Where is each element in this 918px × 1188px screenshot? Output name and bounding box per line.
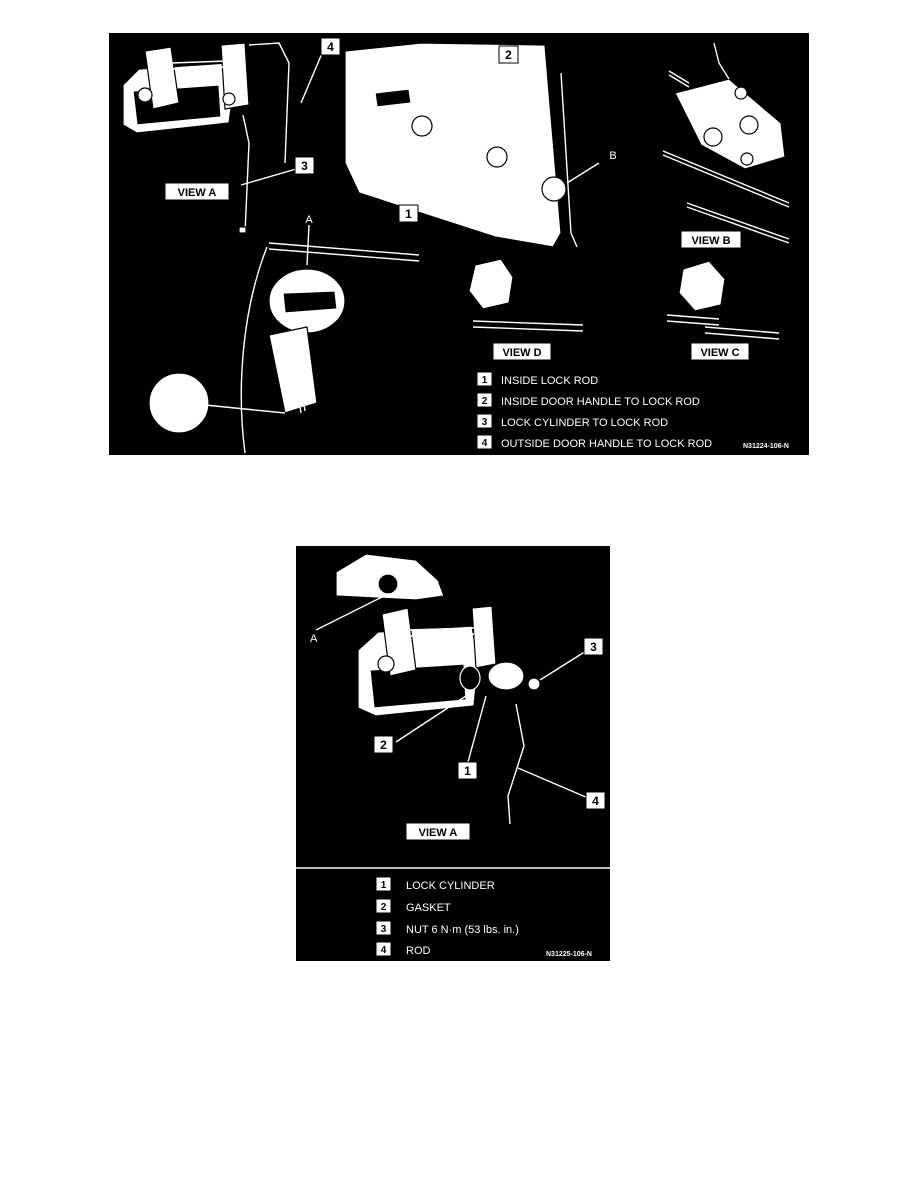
view-d-clip-drawing <box>468 258 584 332</box>
svg-text:INSIDE DOOR HANDLE TO LOCK ROD: INSIDE DOOR HANDLE TO LOCK ROD <box>501 396 700 408</box>
exterior-door-drawing <box>148 242 420 454</box>
figure2-code: N31225-106-N <box>546 951 592 958</box>
svg-text:4: 4 <box>381 945 387 956</box>
view-c-clip-drawing <box>666 260 780 340</box>
svg-text:2: 2 <box>381 902 387 913</box>
letter-a: A <box>310 633 318 645</box>
svg-text:VIEW A: VIEW A <box>178 187 217 199</box>
svg-text:2: 2 <box>380 738 387 752</box>
door-panel-drawing <box>344 42 578 248</box>
callout-4-top: 4 <box>320 37 341 56</box>
svg-text:3: 3 <box>301 159 308 173</box>
legend-item-2: 2 GASKET <box>375 898 451 914</box>
svg-text:OUTSIDE DOOR HANDLE TO LOCK RO: OUTSIDE DOOR HANDLE TO LOCK ROD <box>501 438 712 450</box>
letter-c: C <box>491 182 499 194</box>
letter-b: B <box>609 150 616 162</box>
svg-text:2: 2 <box>505 48 512 62</box>
callout-2: 2 <box>373 735 394 754</box>
legend-item-1: 1 LOCK CYLINDER <box>375 876 495 892</box>
svg-text:1: 1 <box>381 880 387 891</box>
callout-4: 4 <box>585 791 606 810</box>
callout-1-top: 1 <box>398 204 419 223</box>
legend-item-1: 1 INSIDE LOCK ROD <box>476 371 598 387</box>
svg-text:LOCK CYLINDER: LOCK CYLINDER <box>406 880 495 892</box>
svg-text:1: 1 <box>482 375 488 386</box>
svg-text:4: 4 <box>482 438 488 449</box>
lock-cylinder-illustration: A 3 2 1 4 VIEW A 1 LOCK CYLINDER 2 GASKE… <box>296 553 610 958</box>
callout-2-top: 2 <box>498 45 519 64</box>
view-b-latch-drawing <box>662 42 790 244</box>
svg-text:1: 1 <box>464 764 471 778</box>
view-d-label: VIEW D <box>492 342 552 361</box>
callout-3-top: 3 <box>294 156 315 175</box>
svg-text:3: 3 <box>381 924 387 935</box>
svg-text:VIEW C: VIEW C <box>700 347 739 359</box>
svg-text:4: 4 <box>592 794 599 808</box>
view-a-label: VIEW A <box>164 182 230 201</box>
outside-handle-assembly-drawing <box>122 42 290 234</box>
view-a-label: VIEW A <box>405 822 471 841</box>
figure1-legend: 1 INSIDE LOCK ROD 2 INSIDE DOOR HANDLE T… <box>476 371 712 450</box>
legend-item-3: 3 NUT 6 N·m (53 lbs. in.) <box>375 920 519 936</box>
letter-d: D <box>395 160 403 172</box>
legend-item-3: 3 LOCK CYLINDER TO LOCK ROD <box>476 413 668 429</box>
callout-3: 3 <box>583 637 604 656</box>
svg-text:GASKET: GASKET <box>406 902 451 914</box>
legend-item-4: 4 ROD <box>375 941 431 957</box>
svg-text:ROD: ROD <box>406 945 431 957</box>
legend-item-2: 2 INSIDE DOOR HANDLE TO LOCK ROD <box>476 392 700 408</box>
handle-assembly-drawing <box>357 605 541 825</box>
figure1-code: N31224-106-N <box>743 443 789 450</box>
svg-text:2: 2 <box>482 396 488 407</box>
view-c-label: VIEW C <box>690 342 750 361</box>
lock-cylinder-diagram: A 3 2 1 4 VIEW A 1 LOCK CYLINDER 2 GASKE… <box>296 546 610 961</box>
leader-lines <box>240 50 600 266</box>
vehicle-silhouette-drawing <box>315 553 445 631</box>
svg-text:3: 3 <box>482 417 488 428</box>
figure2-legend: 1 LOCK CYLINDER 2 GASKET 3 NUT 6 N·m (53… <box>375 876 519 957</box>
svg-text:LOCK CYLINDER TO LOCK ROD: LOCK CYLINDER TO LOCK ROD <box>501 417 668 429</box>
view-b-label: VIEW B <box>680 230 742 249</box>
door-lock-rods-illustration: 4 3 2 1 VIEW A VIEW B VIEW D VIEW C A B … <box>122 37 790 454</box>
legend-item-4: 4 OUTSIDE DOOR HANDLE TO LOCK ROD <box>476 434 712 450</box>
svg-text:1: 1 <box>405 207 412 221</box>
svg-text:VIEW D: VIEW D <box>502 347 541 359</box>
callout-1: 1 <box>457 761 478 780</box>
letter-a: A <box>305 214 313 226</box>
svg-text:VIEW A: VIEW A <box>419 827 458 839</box>
svg-text:VIEW B: VIEW B <box>691 235 730 247</box>
svg-text:INSIDE LOCK ROD: INSIDE LOCK ROD <box>501 375 598 387</box>
svg-text:4: 4 <box>327 40 334 54</box>
svg-text:3: 3 <box>590 640 597 654</box>
svg-text:NUT 6 N·m (53 lbs. in.): NUT 6 N·m (53 lbs. in.) <box>406 924 519 936</box>
door-lock-rods-diagram: 4 3 2 1 VIEW A VIEW B VIEW D VIEW C A B … <box>109 33 809 455</box>
